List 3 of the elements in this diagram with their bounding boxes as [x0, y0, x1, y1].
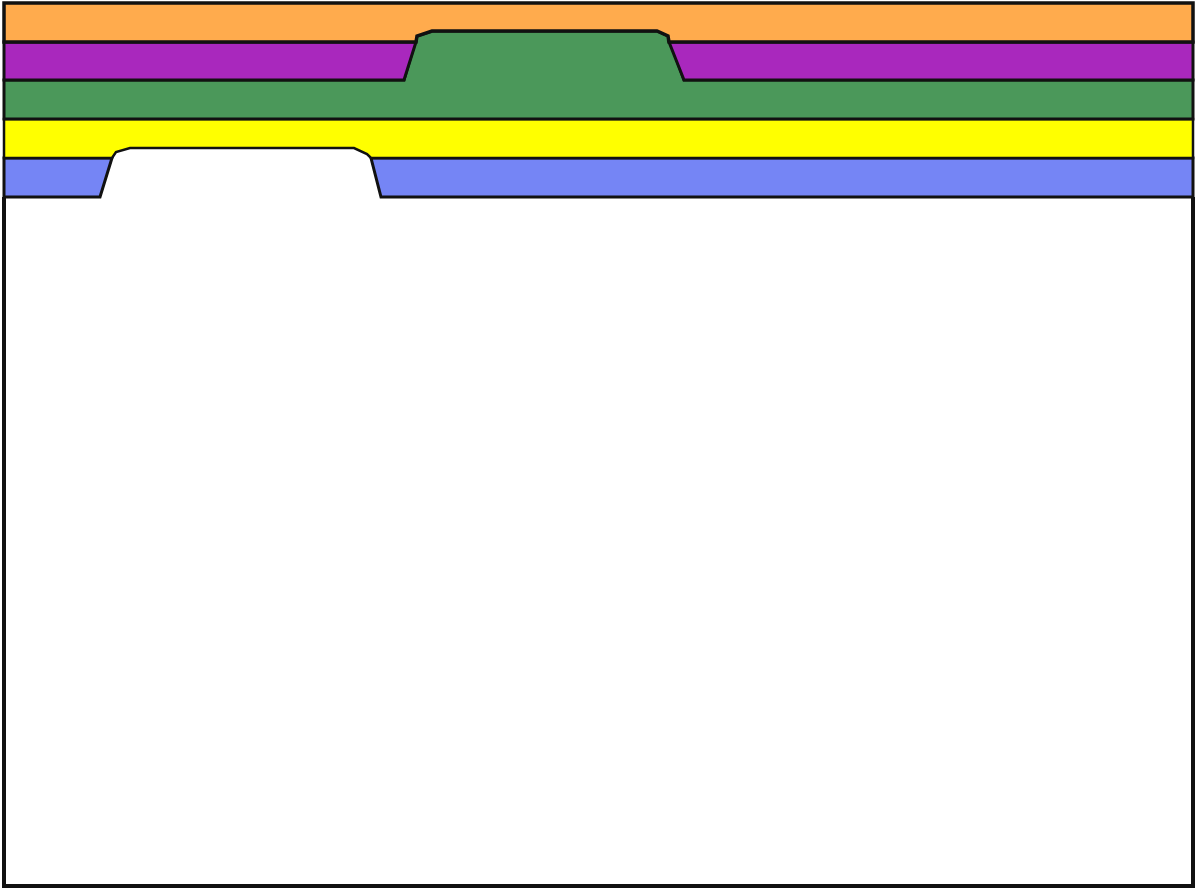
layer-band [2, 156, 1195, 199]
substrate-block [2, 195, 1195, 888]
layer-band [2, 1, 1195, 44]
